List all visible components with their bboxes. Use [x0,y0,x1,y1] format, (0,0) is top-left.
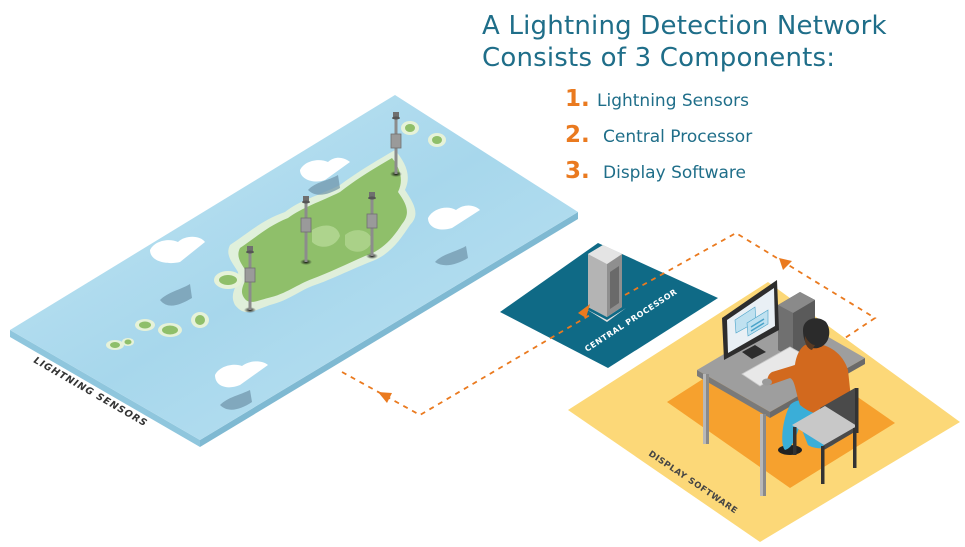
flow-arrowhead-icon [578,304,590,318]
small-islands [106,121,446,350]
lightning-sensor [390,112,402,177]
cloud [300,157,350,195]
cloud [150,236,205,306]
components-list: 1. Lightning Sensors 2. Central Processo… [565,86,752,194]
component-label: Central Processor [603,127,753,147]
main-island [228,150,416,313]
page-title: A Lightning Detection Network Consists o… [482,10,887,74]
cloud [428,205,480,266]
component-label: Display Software [603,163,747,183]
component-number: 3. [565,158,590,184]
component-item: 3. Display Software [565,158,752,194]
monitor-icon [722,280,779,360]
component-number: 2. [565,122,590,148]
component-item: 2. Central Processor [565,122,752,158]
sensor-towers [244,112,402,313]
title-line-2: Consists of 3 Components: [482,43,836,73]
flow-path-sensors-to-processor [341,314,591,417]
lightning-sensor [244,246,256,313]
chair-icon [792,388,859,484]
title-line-1: A Lightning Detection Network [482,11,887,41]
clouds [150,157,480,410]
map-slab-edge-right [200,212,578,447]
cloud [215,361,268,410]
component-number: 1. [565,86,590,112]
lightning-sensor [300,196,312,265]
lightning-sensor [366,192,378,259]
map-slab-edge-left [10,330,200,447]
component-item: 1. Lightning Sensors [565,86,752,122]
server-rack-icon [586,245,626,322]
flow-arrowhead-icon [378,392,392,403]
data-flow-arrows [341,231,877,417]
flow-arrowhead-icon [779,258,792,270]
component-label: Lightning Sensors [597,91,750,111]
lightning-sensors-map: LIGHTNING SENSORS [10,95,578,447]
flow-path-processor-to-display [624,231,877,339]
